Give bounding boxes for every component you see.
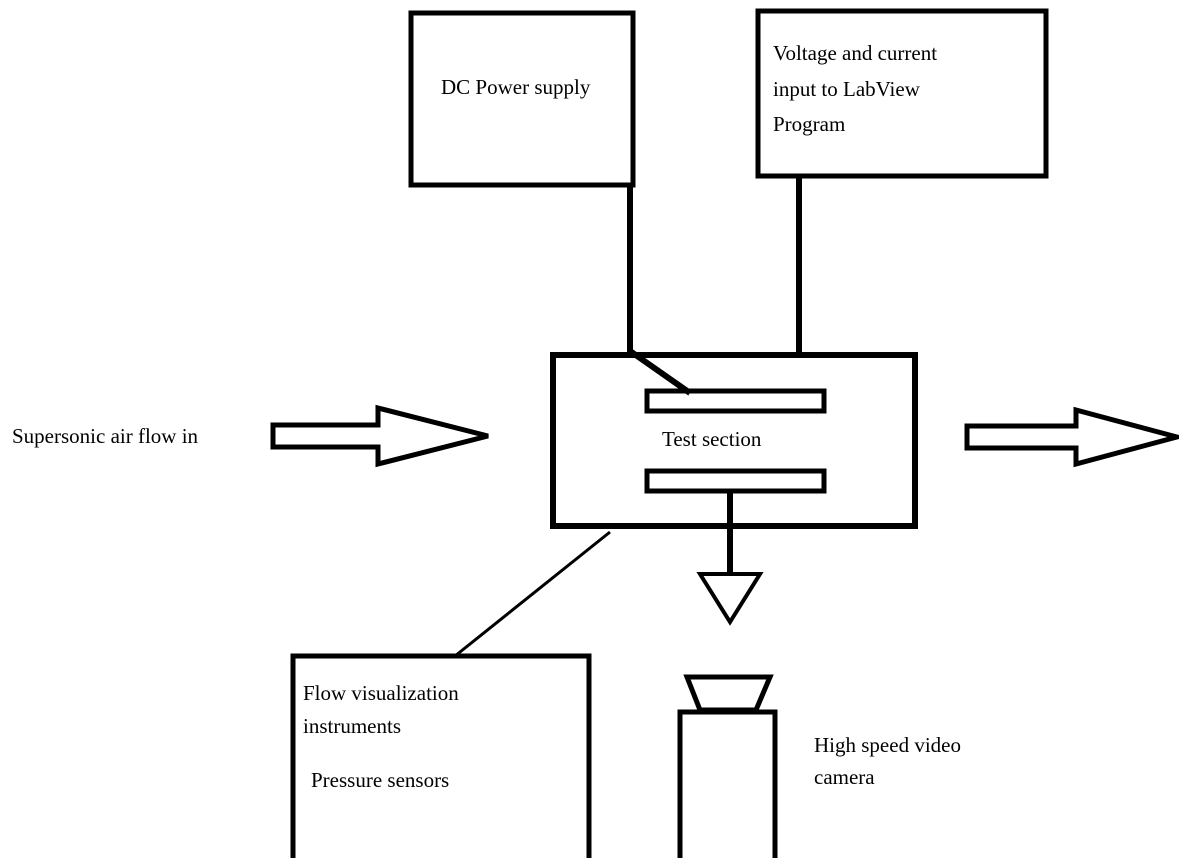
flow-vis-label-line1: Flow visualization — [303, 681, 459, 705]
camera-body-icon — [677, 709, 778, 858]
power-supply-box — [408, 10, 636, 188]
camera-label-line2: camera — [814, 765, 875, 789]
down-arrowhead — [696, 572, 764, 626]
camera-lens-icon — [683, 674, 774, 713]
labview-input-box — [755, 8, 1049, 179]
inlet-arrow — [270, 404, 489, 468]
labview-label-line1: Voltage and current — [773, 41, 938, 65]
outlet-arrow — [964, 406, 1179, 468]
lower-electrode — [644, 468, 827, 494]
flow-vis-box — [290, 653, 592, 858]
flow-vis-label-line2: instruments — [303, 714, 401, 738]
flow-vis-connector — [454, 530, 611, 658]
power-supply-wire — [627, 185, 692, 396]
test-section-label: Test section — [662, 427, 762, 451]
camera-label-line1: High speed video — [814, 733, 961, 757]
labview-label-line2: input to LabView — [773, 77, 920, 101]
upper-electrode — [644, 388, 827, 414]
pressure-sensors-label: Pressure sensors — [311, 768, 450, 792]
labview-label-line3: Program — [773, 112, 846, 136]
power-supply-label: DC Power supply — [441, 75, 591, 99]
inlet-label: Supersonic air flow in — [12, 424, 199, 448]
test-section-box — [550, 352, 918, 529]
